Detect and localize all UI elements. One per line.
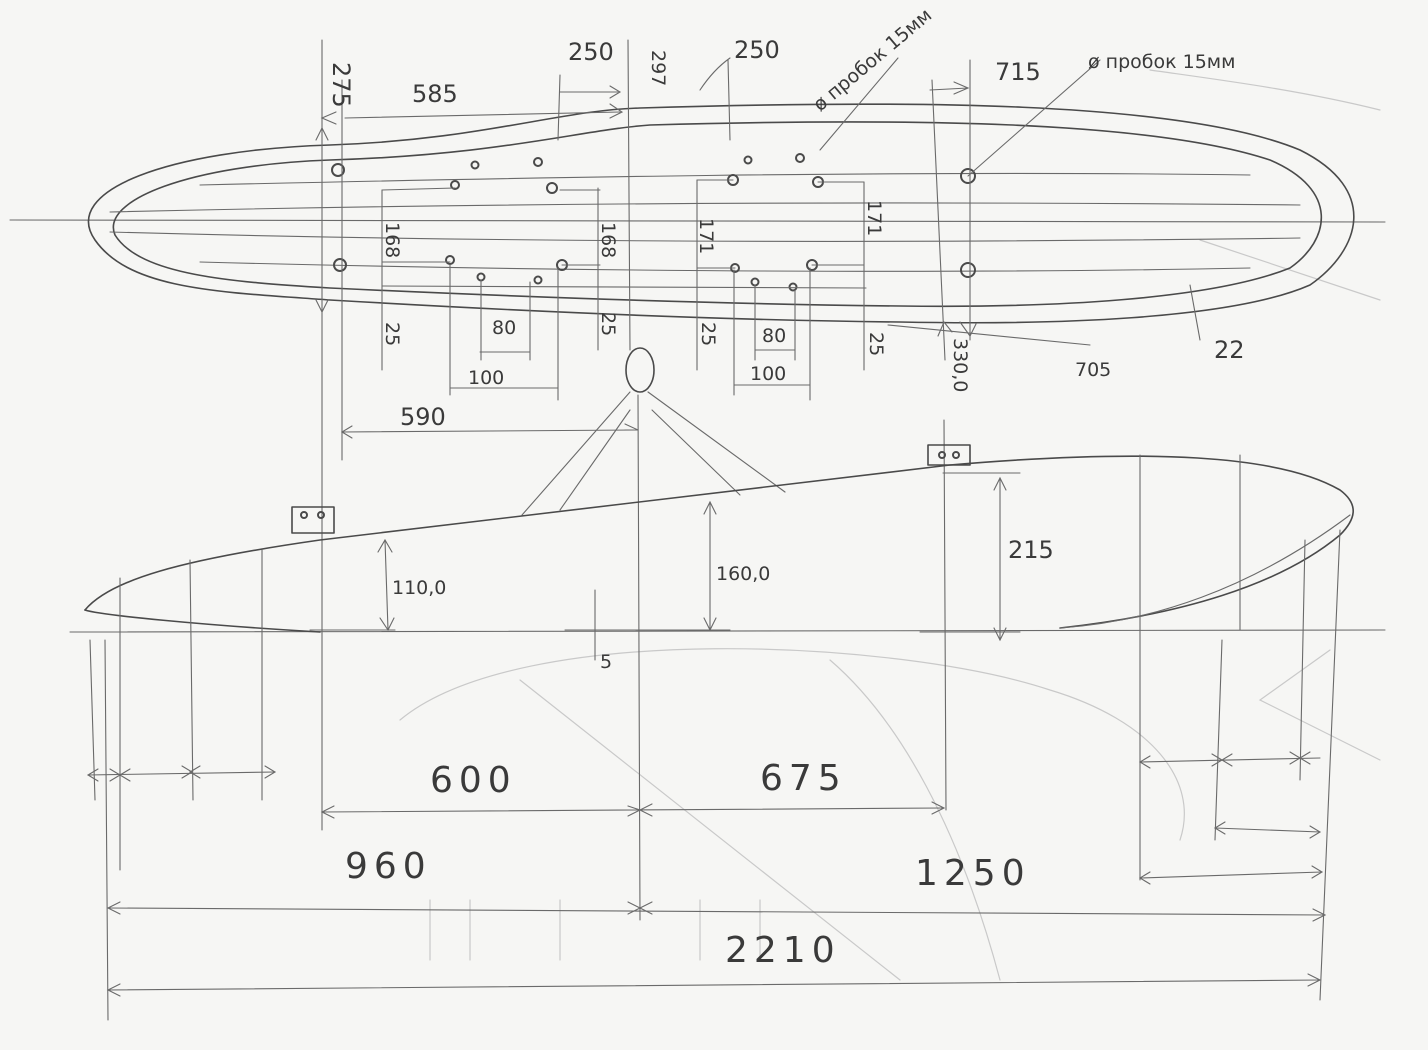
dim-25-c: 25 bbox=[697, 322, 719, 346]
dim-80-left: 80 bbox=[492, 317, 516, 339]
top-view bbox=[9, 39, 1386, 921]
dim-590: 590 bbox=[400, 403, 446, 431]
profile-bottom bbox=[84, 609, 321, 633]
dim-585: 585 bbox=[412, 80, 458, 108]
grain-line bbox=[199, 261, 1251, 272]
dim-5: 5 bbox=[600, 651, 612, 673]
grain-line bbox=[199, 172, 1251, 186]
dim-2210: 2210 bbox=[725, 930, 841, 971]
center-marker bbox=[521, 347, 786, 516]
board-outline-outer bbox=[87, 103, 1355, 324]
dim-330: 330,0 bbox=[949, 338, 971, 392]
grain-line bbox=[109, 202, 1301, 213]
dim-1250: 1250 bbox=[915, 853, 1031, 894]
baseline bbox=[69, 629, 1386, 633]
dim-250-right: 250 bbox=[734, 36, 780, 64]
cork-note-1: ø пробок 15мм bbox=[809, 4, 936, 116]
dim-100-left: 100 bbox=[468, 367, 504, 389]
dim-25-b: 25 bbox=[597, 312, 619, 336]
board-outline-inner bbox=[112, 121, 1323, 308]
cork-note-2: ø пробок 15мм bbox=[1088, 51, 1235, 73]
bracket-right bbox=[927, 444, 971, 466]
profile-top bbox=[84, 455, 1354, 629]
dim-100-right: 100 bbox=[750, 363, 786, 385]
dimension-labels: 275 585 250 297 250 ø пробок 15мм ø проб… bbox=[327, 4, 1245, 971]
dim-275: 275 bbox=[327, 62, 355, 108]
bracket-left bbox=[291, 506, 335, 534]
dim-80-right: 80 bbox=[762, 325, 786, 347]
ghost-strokes bbox=[399, 69, 1381, 981]
dim-110: 110,0 bbox=[392, 577, 446, 599]
dim-25-d: 25 bbox=[865, 332, 887, 356]
dim-600: 600 bbox=[430, 760, 517, 801]
grain-line bbox=[109, 231, 1301, 242]
dim-215: 215 bbox=[1008, 536, 1054, 564]
dim-168-left: 168 bbox=[381, 222, 403, 258]
dim-168-right: 168 bbox=[597, 222, 619, 258]
dim-160: 160,0 bbox=[716, 563, 770, 585]
side-view bbox=[69, 444, 1386, 1021]
dim-297: 297 bbox=[647, 50, 669, 86]
dim-171-right: 171 bbox=[863, 200, 885, 236]
dim-705: 705 bbox=[1075, 359, 1111, 381]
dim-22: 22 bbox=[1214, 336, 1245, 364]
dim-250-left: 250 bbox=[568, 38, 614, 66]
dim-25-a: 25 bbox=[381, 322, 403, 346]
dim-715: 715 bbox=[995, 58, 1041, 86]
dim-675: 675 bbox=[760, 758, 847, 799]
dim-960: 960 bbox=[345, 846, 432, 887]
dim-171-left: 171 bbox=[695, 218, 717, 254]
